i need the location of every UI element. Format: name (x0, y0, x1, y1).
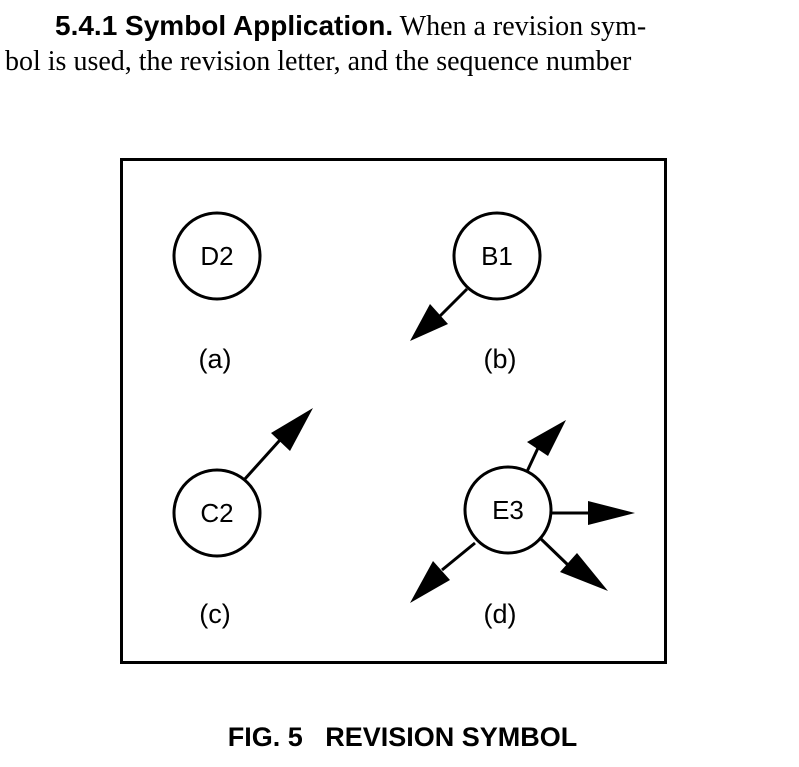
leader-arrow-shaft (436, 287, 469, 320)
figure-drawing: D2 (a) B1 (b) C2 (c) (120, 158, 667, 664)
symbol-label-d: E3 (492, 495, 524, 525)
paragraph-line-1: 5.4.1 Symbol Application. When a revisio… (55, 8, 646, 45)
symbol-label-b: B1 (481, 241, 513, 271)
symbol-circle (452, 211, 542, 301)
leader-arrow-head (588, 501, 635, 525)
figure-number: FIG. 5 (227, 722, 303, 752)
leader-arrow-head (271, 408, 313, 451)
paragraph-line-2: bol is used, the revision letter, and th… (5, 46, 632, 77)
symbol-label-a: D2 (200, 241, 233, 271)
revision-symbol-a: D2 (a) (172, 211, 262, 374)
leader-arrow-head (560, 553, 608, 591)
revision-symbol-figure: D2 (a) B1 (b) C2 (c) (120, 158, 668, 664)
symbol-caption-b: (b) (484, 344, 517, 374)
leader-arrow-shaft (441, 541, 476, 572)
revision-symbol-d: E3 (d) (410, 420, 635, 629)
leader-arrow-head (527, 420, 566, 456)
symbol-label-c: C2 (200, 498, 233, 528)
revision-symbol-c: C2 (c) (172, 408, 313, 629)
figure-title: REVISION SYMBOL (325, 722, 578, 752)
symbol-circle (172, 211, 262, 301)
leader-arrow-shaft (538, 536, 570, 567)
leader-arrow-head (410, 304, 448, 341)
leader-arrow-shaft (242, 438, 282, 482)
revision-symbol-b: B1 (b) (410, 211, 542, 374)
figure-caption: FIG. 5 REVISION SYMBOL (0, 722, 799, 753)
symbol-caption-c: (c) (199, 599, 230, 629)
symbol-circle (172, 468, 262, 558)
paragraph-text-1: When a revision sym- (393, 11, 647, 42)
section-heading: 5.4.1 Symbol Application. (55, 10, 394, 41)
leader-arrow-head (410, 561, 450, 603)
symbol-circle (463, 465, 553, 555)
symbol-caption-d: (d) (484, 599, 517, 629)
symbol-caption-a: (a) (199, 344, 232, 374)
figure-frame (120, 158, 667, 664)
